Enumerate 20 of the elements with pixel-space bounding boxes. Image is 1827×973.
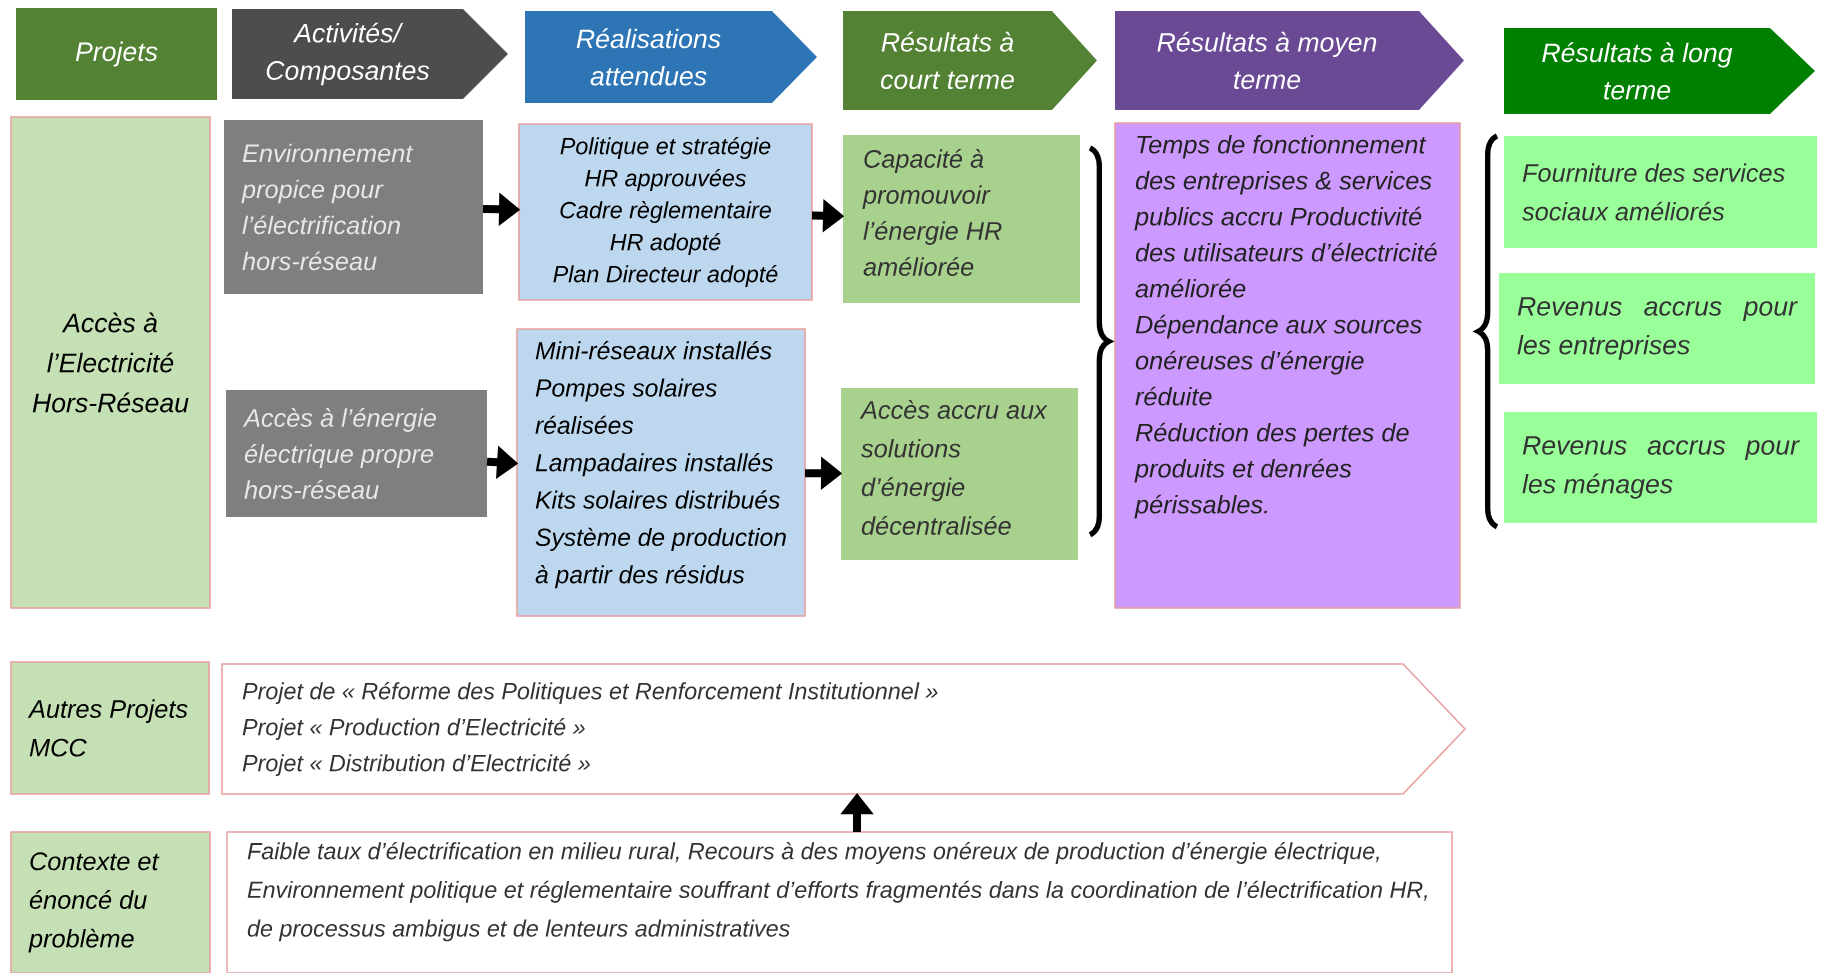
header-banner: Réalisations attendues <box>525 11 817 103</box>
output-box: Politique et stratégie HR approuvées Cadre règlementaire HR adopté Plan Directeur adopté <box>518 123 813 301</box>
context-box: Faible taux d’électrification en milieu rural, Recours à des moyens onéreux de production d’énergie électrique, Environnement politique et réglementaire souffrant d’efforts fragmentés dans la coordination de l’électrification HR, de processus ambigus et de lenteurs administratives <box>226 831 1453 973</box>
result-box: Accès accru aux solutions d’énergie décentralisée <box>841 388 1078 560</box>
result-box: Revenus accrus pour les ménages <box>1504 412 1817 523</box>
result-box: Temps de fonctionnement des entreprises & services publics accru Productivité des utilisateurs d’électricité améliorée Dépendance aux sources onéreuses d’énergie réduite Réduction des pertes de produits et denrées périssables. <box>1114 122 1461 609</box>
result-box: Capacité à promouvoir l’énergie HR améliorée <box>843 135 1080 303</box>
row-label-box: Autres Projets MCC <box>10 661 210 795</box>
header-banner: Résultats à long terme <box>1504 28 1815 114</box>
header-box: Projets <box>16 8 217 100</box>
activity-box: Accès à l’énergie électrique propre hors-réseau <box>226 390 487 517</box>
activity-box: Environnement propice pour l’électrification hors-réseau <box>224 120 483 294</box>
header-banner: Activités/ Composantes <box>232 9 508 99</box>
header-banner: Résultats à moyen terme <box>1115 11 1464 110</box>
project-box: Accès à l’Electricité Hors-Réseau <box>10 116 211 609</box>
result-box: Fourniture des services sociaux améliorés <box>1504 136 1817 248</box>
output-box: Mini-réseaux installés Pompes solaires réalisées Lampadaires installés Kits solaires distribués Système de production à partir des résidus <box>516 328 806 617</box>
header-banner: Résultats à court terme <box>843 11 1097 110</box>
row-label-box: Contexte et énoncé du problème <box>10 831 211 973</box>
result-box: Revenus accrus pour les entreprises <box>1499 273 1815 384</box>
